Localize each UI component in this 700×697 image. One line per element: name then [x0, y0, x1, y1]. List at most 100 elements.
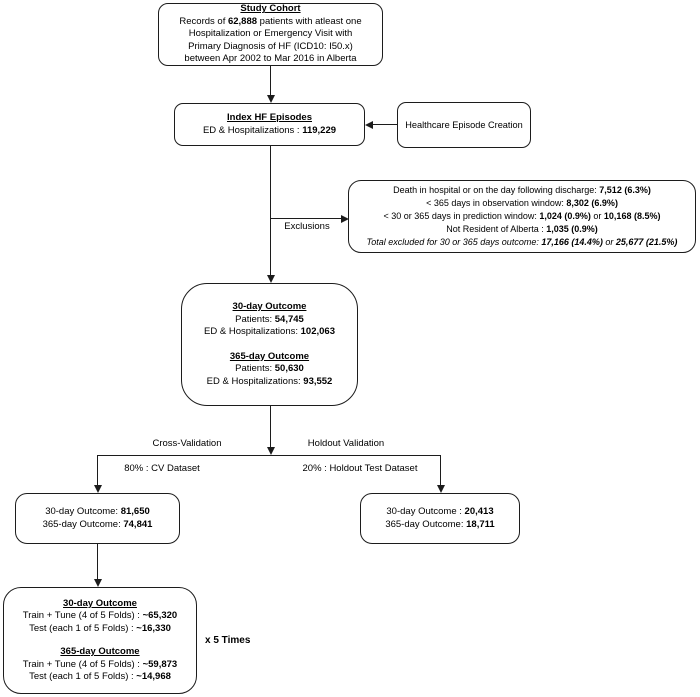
- study-cohort-line-1: Records of 62,888 patients with atleast …: [179, 16, 361, 29]
- ed-hosp-30-value: 102,063: [300, 326, 335, 337]
- connector-exclusions-branch: [270, 218, 341, 220]
- records-label-suffix: patients with atleast one: [257, 15, 362, 27]
- test-fold-label: Test (each 1 of 5 Folds) :: [29, 622, 137, 634]
- connector-split-to-holdout: [440, 455, 442, 486]
- connector-healthcare-to-index: [372, 124, 397, 126]
- holdout-365day-label: 365-day Outcome:: [385, 518, 467, 530]
- ed-hospitalizations-value: 119,229: [302, 124, 337, 136]
- arrowhead-down-icon: [437, 485, 445, 493]
- exclusion-resident-label: Not Resident of Alberta :: [446, 224, 547, 234]
- arrowhead-down-icon: [94, 579, 102, 587]
- repeat-times-label: x 5 Times: [205, 635, 251, 646]
- patients-label: Patients:: [235, 313, 275, 325]
- study-cohort-line-3: Primary Diagnosis of HF (ICD10: I50.x): [188, 40, 353, 52]
- exclusion-total-or: or: [602, 237, 616, 247]
- exclusion-line-observation: < 365 days in observation window: 8,302 …: [426, 197, 618, 210]
- holdout-dataset-box: 30-day Outcome : 20,413 365-day Outcome:…: [360, 493, 520, 544]
- holdout-365day-line: 365-day Outcome: 18,711: [385, 519, 494, 532]
- outcome-30day-episodes: ED & Hospitalizations: 102,063: [204, 326, 335, 339]
- records-label: Records of: [179, 15, 228, 27]
- index-hf-stat-line: ED & Hospitalizations : 119,229: [203, 125, 336, 138]
- healthcare-episode-creation-label: Healthcare Episode Creation: [405, 119, 523, 130]
- study-cohort-line-2: Hospitalization or Emergency Visit with: [188, 28, 353, 40]
- patients-label: Patients:: [235, 363, 275, 374]
- arrowhead-down-icon: [94, 485, 102, 493]
- outcome-365day-heading: 365-day Outcome: [229, 350, 310, 362]
- folds-365day-train-line: Train + Tune (4 of 5 Folds) : ~59,873: [23, 659, 177, 672]
- train-tune-30-value: ~65,320: [142, 610, 178, 621]
- ed-hosp-label: ED & Hospitalizations:: [206, 375, 304, 387]
- study-cohort-title: Study Cohort: [240, 3, 301, 15]
- test-fold-label: Test (each 1 of 5 Folds) :: [29, 671, 137, 682]
- exclusion-prediction-value-365: 10,168 (8.5%): [603, 211, 661, 221]
- folds-box: 30-day Outcome Train + Tune (4 of 5 Fold…: [3, 587, 197, 694]
- folds-365day-heading: 365-day Outcome: [60, 646, 140, 657]
- holdout-30day-line: 30-day Outcome : 20,413: [386, 506, 493, 519]
- arrowhead-right-icon: [341, 215, 349, 223]
- folds-30day-heading: 30-day Outcome: [63, 597, 137, 609]
- index-hf-episodes-box: Index HF Episodes ED & Hospitalizations …: [174, 103, 365, 146]
- cross-validation-label: Cross-Validation: [152, 438, 222, 449]
- exclusion-line-resident: Not Resident of Alberta : 1,035 (0.9%): [446, 223, 598, 236]
- connector-outcomes-to-split: [270, 406, 272, 447]
- exclusions-box: Death in hospital or on the day followin…: [348, 180, 696, 253]
- cv-dataset-box: 30-day Outcome: 81,650 365-day Outcome: …: [15, 493, 180, 544]
- exclusion-observation-value: 8,302 (6.9%): [566, 198, 618, 208]
- arrowhead-down-icon: [267, 95, 275, 103]
- outcome-365day-patients: Patients: 50,630: [235, 363, 304, 376]
- holdout-validation-label: Holdout Validation: [307, 438, 385, 449]
- exclusion-death-value: 7,512 (6.3%): [599, 185, 651, 195]
- cv-30day-label: 30-day Outcome:: [45, 506, 121, 517]
- cv-365day-line: 365-day Outcome: 74,841: [43, 519, 153, 532]
- ed-hospitalizations-label: ED & Hospitalizations :: [202, 124, 303, 136]
- train-tune-label: Train + Tune (4 of 5 Folds) :: [22, 610, 143, 621]
- outcome-30day-patients: Patients: 54,745: [235, 314, 304, 327]
- folds-30day-train-line: Train + Tune (4 of 5 Folds) : ~65,320: [23, 610, 177, 623]
- patients-30-value: 54,745: [274, 313, 304, 325]
- connector-split-to-cv: [97, 455, 99, 486]
- healthcare-episode-creation-box: Healthcare Episode Creation: [397, 102, 531, 148]
- index-hf-title: Index HF Episodes: [227, 112, 312, 123]
- split-rail: [97, 455, 441, 457]
- ed-hosp-label: ED & Hospitalizations:: [204, 326, 301, 337]
- outcomes-box: 30-day Outcome Patients: 54,745 ED & Hos…: [181, 283, 358, 406]
- connector-index-to-outcomes: [270, 146, 272, 276]
- exclusion-resident-value: 1,035 (0.9%): [546, 224, 598, 234]
- exclusion-prediction-value-30: 1,024 (0.9%): [539, 211, 591, 221]
- study-cohort-box: Study Cohort Records of 62,888 patients …: [158, 3, 383, 66]
- arrowhead-left-icon: [365, 121, 373, 129]
- ed-hosp-365-value: 93,552: [303, 375, 333, 387]
- outcome-30day-heading: 30-day Outcome: [232, 301, 307, 312]
- test-fold-30-value: ~16,330: [136, 622, 171, 634]
- cv-30day-value: 81,650: [120, 506, 150, 517]
- connector-cv-to-folds: [97, 544, 99, 580]
- exclusion-total-value-30: 17,166 (14.4%): [541, 237, 603, 247]
- exclusions-branch-label: Exclusions: [284, 221, 330, 232]
- exclusion-total-label: Total excluded for 30 or 365 days outcom…: [366, 237, 542, 247]
- train-tune-label: Train + Tune (4 of 5 Folds) :: [22, 658, 143, 670]
- outcome-365day-episodes: ED & Hospitalizations: 93,552: [207, 376, 333, 389]
- exclusion-prediction-label: < 30 or 365 days in prediction window:: [383, 211, 540, 221]
- test-fold-365-value: ~14,968: [136, 671, 171, 682]
- holdout-30day-label: 30-day Outcome :: [386, 506, 465, 517]
- exclusion-death-label: Death in hospital or on the day followin…: [393, 185, 600, 195]
- holdout-dataset-percent-label: 20% : Holdout Test Dataset: [302, 463, 418, 474]
- exclusion-line-prediction: < 30 or 365 days in prediction window: 1…: [384, 210, 661, 223]
- holdout-365day-value: 18,711: [466, 518, 495, 530]
- exclusion-line-total: Total excluded for 30 or 365 days outcom…: [367, 236, 678, 249]
- patients-365-value: 50,630: [274, 363, 304, 374]
- folds-365day-test-line: Test (each 1 of 5 Folds) : ~14,968: [29, 671, 171, 684]
- exclusion-line-death: Death in hospital or on the day followin…: [393, 184, 651, 197]
- arrowhead-down-icon: [267, 447, 275, 455]
- connector-study-to-index: [270, 66, 272, 96]
- exclusion-total-value-365: 25,677 (21.5%): [615, 237, 678, 247]
- exclusion-observation-label: < 365 days in observation window:: [426, 198, 567, 208]
- cv-365day-value: 74,841: [123, 518, 153, 530]
- cv-dataset-percent-label: 80% : CV Dataset: [124, 463, 200, 474]
- arrowhead-down-icon: [267, 275, 275, 283]
- exclusion-prediction-or: or: [590, 211, 604, 221]
- study-cohort-line-4: between Apr 2002 to Mar 2016 in Alberta: [184, 53, 357, 65]
- cv-30day-line: 30-day Outcome: 81,650: [45, 506, 150, 519]
- holdout-30day-value: 20,413: [464, 506, 494, 517]
